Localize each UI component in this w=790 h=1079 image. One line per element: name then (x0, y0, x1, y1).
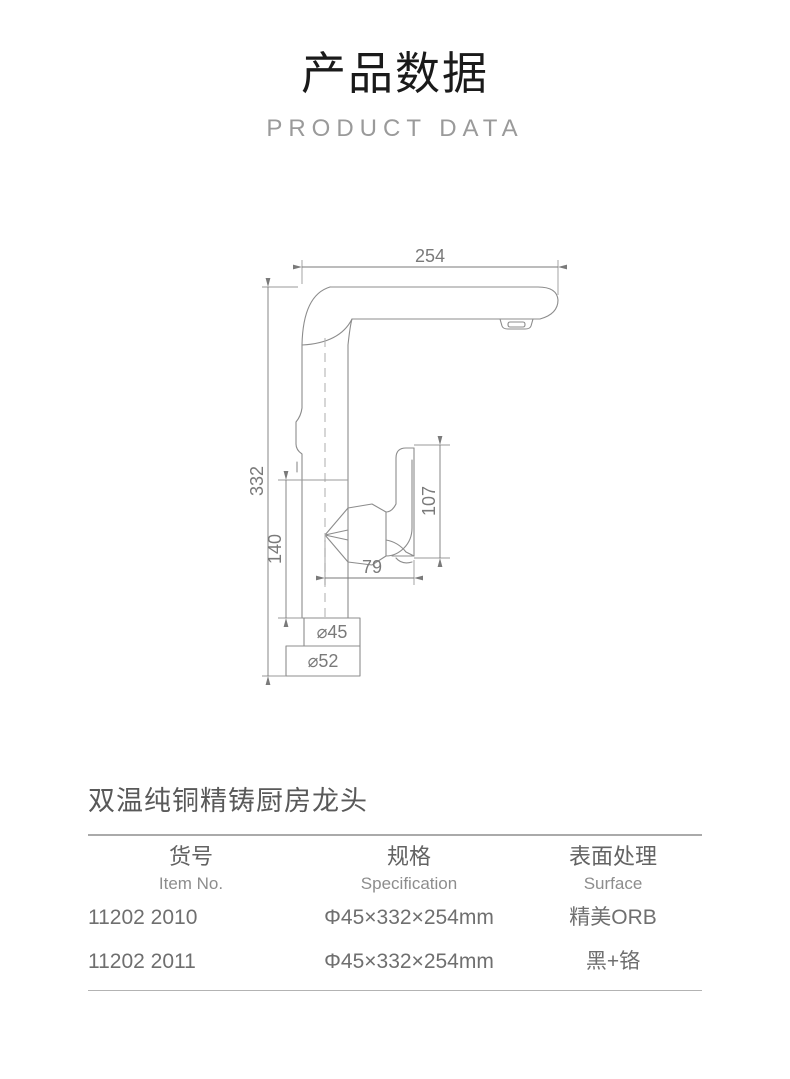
table-row: 11202 2011 Φ45×332×254mm 黑+铬 (88, 940, 702, 984)
product-name: 双温纯铜精铸厨房龙头 (88, 786, 368, 816)
dimension-label-254: 254 (415, 246, 445, 266)
page-header: 产品数据 PRODUCT DATA (0, 44, 790, 146)
dimension-140 (278, 471, 348, 627)
column-header-item-no-en: Item No. (158, 874, 224, 893)
dimension-79 (316, 540, 423, 585)
dimension-label-diameter-45: ⌀45 (317, 622, 348, 642)
dimension-332 (262, 278, 298, 685)
dimension-label-107: 107 (419, 486, 439, 516)
column-header-specification-cn: 规格 (386, 844, 431, 869)
product-section: 双温纯铜精铸厨房龙头 货号 Item No. 规格 Specification … (0, 782, 790, 991)
dimension-107 (414, 436, 450, 567)
dimension-label-diameter-52: ⌀52 (308, 651, 339, 671)
faucet-drawing-svg: 254 332 140 107 79 ⌀45 (247, 246, 567, 685)
column-header-item-no: 货号 Item No. (88, 842, 294, 896)
page-subtitle: PRODUCT DATA (266, 115, 524, 142)
dimension-label-140: 140 (265, 534, 285, 564)
dimension-label-79: 79 (362, 557, 382, 577)
column-header-item-no-cn: 货号 (168, 844, 213, 869)
table-row: 11202 2010 Φ45×332×254mm 精美ORB (88, 896, 702, 940)
cell-surface: 精美ORB (569, 906, 657, 929)
cell-surface: 黑+铬 (585, 950, 641, 973)
dimension-label-332: 332 (247, 466, 267, 496)
column-header-specification-en: Specification (360, 874, 458, 893)
technical-drawing: 254 332 140 107 79 ⌀45 (0, 240, 790, 710)
dimension-254 (293, 260, 567, 295)
cell-item-no: 11202 2011 (88, 950, 196, 973)
column-header-surface: 表面处理 Surface (524, 842, 702, 896)
faucet-body-outline (285, 286, 559, 677)
column-header-specification: 规格 Specification (294, 842, 524, 896)
divider-top (88, 834, 702, 836)
specification-table: 货号 Item No. 规格 Specification 表面处理 Surfac… (88, 842, 702, 984)
cell-specification: Φ45×332×254mm (324, 906, 494, 929)
cell-specification: Φ45×332×254mm (324, 950, 494, 973)
page-title: 产品数据 (300, 48, 489, 99)
column-header-surface-en: Surface (583, 874, 643, 893)
divider-bottom (88, 990, 702, 991)
column-header-surface-cn: 表面处理 (568, 844, 657, 869)
table-header-row: 货号 Item No. 规格 Specification 表面处理 Surfac… (88, 842, 702, 896)
cell-item-no: 11202 2010 (88, 906, 198, 929)
